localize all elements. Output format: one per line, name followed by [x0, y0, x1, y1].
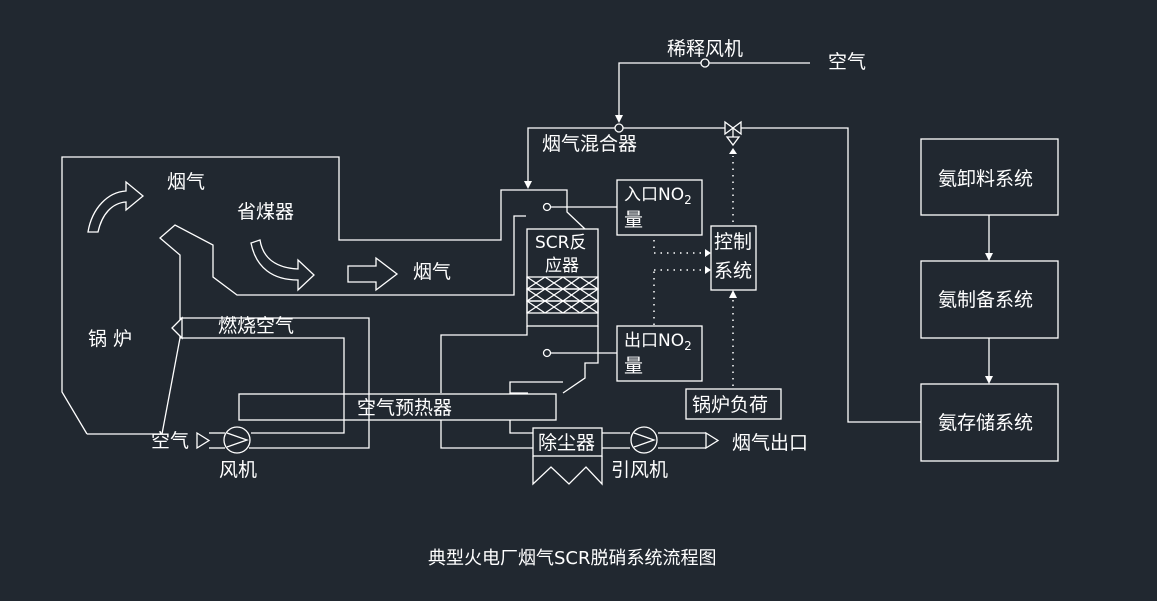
flue-outlet-label: 烟气出口 [732, 432, 808, 454]
induced-fan [630, 426, 658, 454]
scr-reactor: SCR反 应器 [526, 228, 599, 327]
boiler-load-box [685, 388, 782, 420]
economizer-curve-arrow-icon [250, 239, 315, 292]
control-system-label-1: 控制 [714, 231, 752, 253]
ammonia-storage-box [920, 383, 1059, 462]
flue-gas-mixer [524, 123, 725, 189]
signal-lines [653, 148, 737, 386]
dilution-fan-label: 稀释风机 [667, 38, 743, 60]
boiler-outline [61, 156, 586, 435]
inlet-no2-sensor: 入口NO2 量 [542, 179, 703, 236]
air-preheater-box [238, 393, 557, 421]
boiler-load-label: 锅炉负荷 [692, 394, 768, 416]
air-preheater-label: 空气预热器 [357, 397, 452, 419]
outlet-no2-label-2: 量 [624, 355, 643, 377]
flue-gas-label-1: 烟气 [167, 171, 205, 193]
control-system-box [710, 225, 757, 291]
air-inlet-label: 空气 [151, 430, 189, 452]
combustion-air-label: 燃烧空气 [218, 315, 294, 337]
flue-gas-label-2: 烟气 [413, 261, 451, 283]
flue-straight-arrow-icon [347, 256, 399, 292]
inlet-no2-label-2: 量 [624, 209, 643, 231]
flue-curve-arrow-icon [87, 180, 145, 233]
ammonia-storage-label: 氨存储系统 [938, 412, 1033, 434]
ammonia-feed-line [741, 127, 921, 423]
scr-lower-duct [440, 326, 599, 394]
catalyst-layers [526, 276, 599, 314]
outlet-no2-label: 出口NO2 [624, 331, 692, 353]
control-valve-icon [724, 120, 742, 147]
boiler-label: 锅 炉 [88, 328, 132, 350]
dust-collector-label: 除尘器 [538, 432, 595, 454]
combustion-air-duct [171, 316, 370, 449]
scr-reactor-label-2: 应器 [545, 256, 579, 276]
scr-reactor-label-1: SCR反 [535, 233, 586, 253]
fan-label: 风机 [219, 459, 257, 481]
ammonia-prep-label: 氨制备系统 [938, 289, 1033, 311]
induced-fan-label: 引风机 [611, 459, 668, 481]
economizer-label: 省煤器 [237, 201, 294, 223]
control-system-label-2: 系统 [714, 260, 752, 282]
flue-gas-outlet-duct [440, 420, 720, 450]
dust-collector: 除尘器 [532, 427, 603, 486]
flue-mixer-label: 烟气混合器 [542, 133, 637, 155]
air-fan [196, 426, 251, 454]
inlet-no2-label: 入口NO2 [624, 185, 692, 207]
air-top-label: 空气 [828, 51, 866, 73]
diagram-title: 典型火电厂烟气SCR脱硝系统流程图 [428, 548, 717, 569]
ammonia-unload-label: 氨卸料系统 [938, 168, 1033, 190]
outlet-no2-sensor: 出口NO2 量 [542, 325, 703, 382]
dilution-air-line [615, 58, 810, 123]
